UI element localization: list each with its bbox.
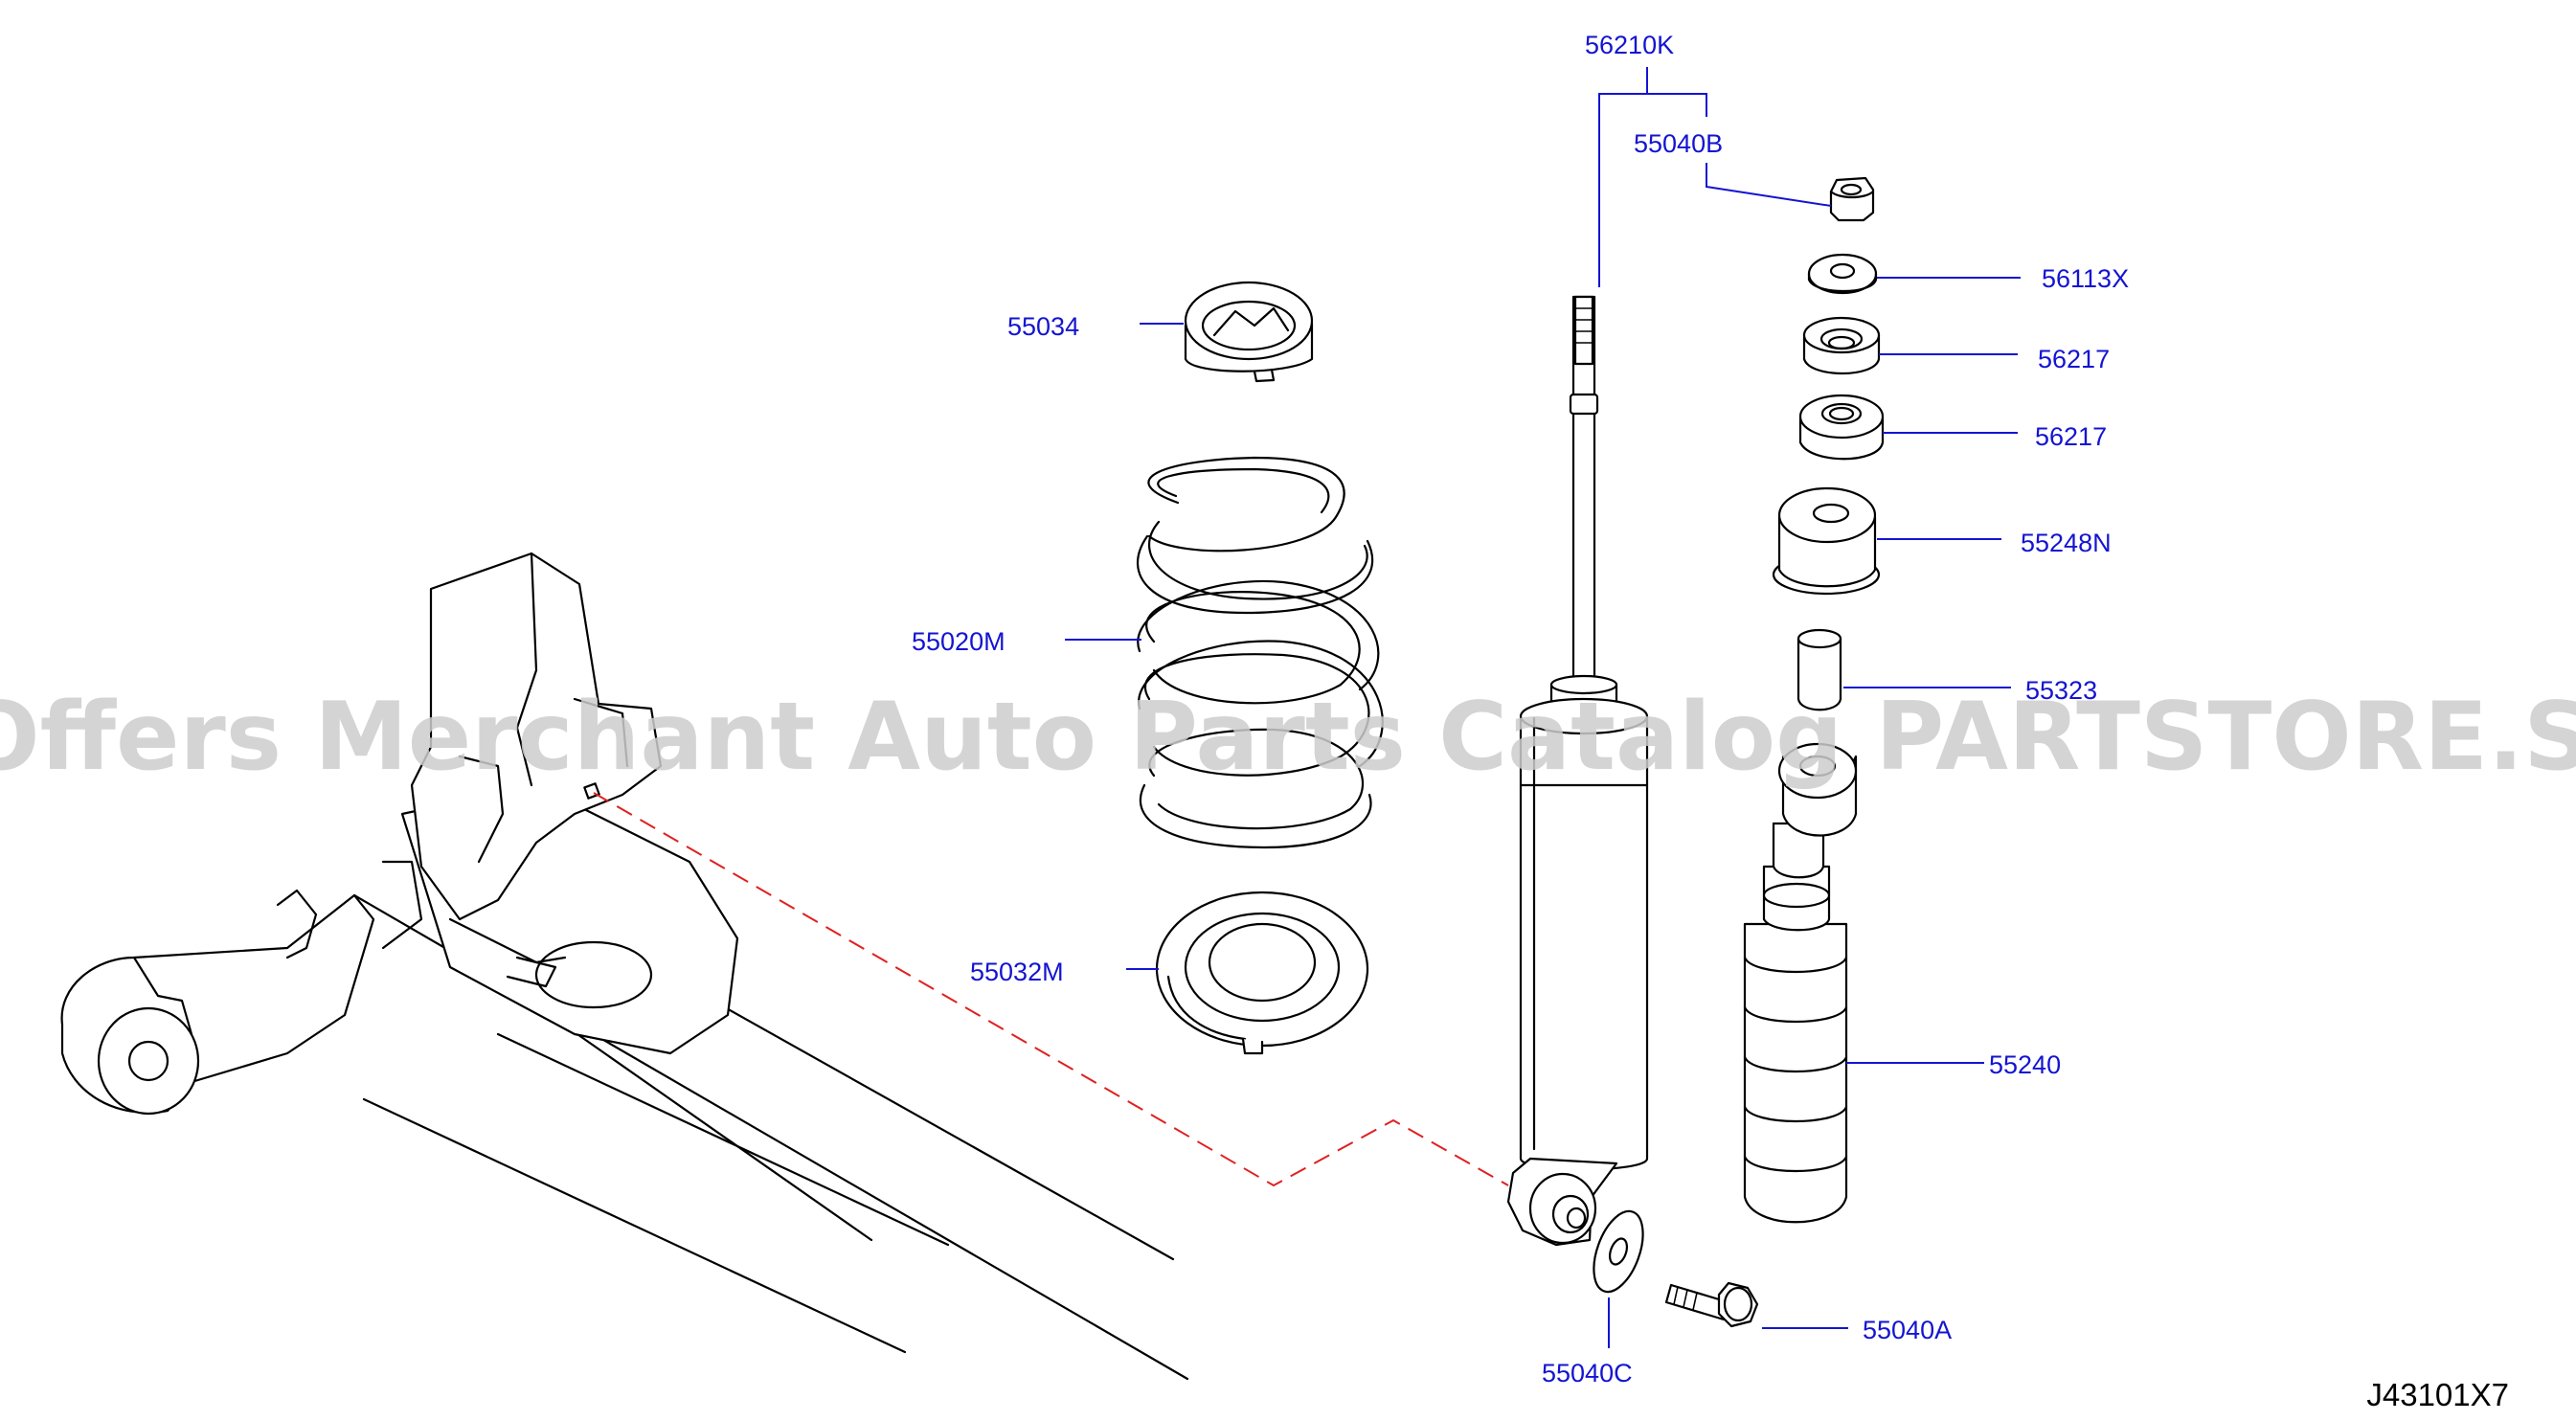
- label-55040B: 55040B: [1634, 129, 1723, 158]
- label-56210K: 56210K: [1585, 31, 1674, 59]
- label-56217-upper: 56217: [2038, 345, 2110, 373]
- bound-bumper-55240: [1743, 742, 1858, 1224]
- diagram-reference-code: J43101X7: [2366, 1377, 2509, 1412]
- lower-spring-seat-55032M: [1155, 891, 1369, 1055]
- shock-absorber-56210K: [1506, 295, 1649, 1247]
- upper-nut-55040B: [1829, 176, 1875, 222]
- label-55032M: 55032M: [970, 958, 1064, 986]
- bolt-55040A: [1664, 1281, 1759, 1328]
- part-labels: 56210K 55040B 56113X 56217 56217 55248N …: [912, 31, 2129, 1387]
- bushing-56217-lower: [1798, 394, 1885, 461]
- label-55040A: 55040A: [1863, 1316, 1952, 1344]
- watermark-text: Offers Merchant Auto Parts Catalog PARTS…: [0, 683, 2576, 792]
- connector-dashed-line: [593, 792, 1509, 1187]
- washer-55040C: [1593, 1209, 1644, 1294]
- upper-spring-seat-55034: [1184, 281, 1314, 383]
- mounting-cap-55248N: [1772, 486, 1881, 596]
- label-55040C: 55040C: [1542, 1359, 1633, 1387]
- distance-tube-55323: [1796, 628, 1842, 711]
- bushing-56217-upper: [1802, 316, 1881, 374]
- label-55248N: 55248N: [2021, 529, 2112, 557]
- label-56217-lower: 56217: [2035, 422, 2107, 451]
- washer-56113X: [1807, 253, 1878, 295]
- rear-axle-beam: [60, 552, 1189, 1381]
- label-55020M: 55020M: [912, 627, 1006, 656]
- label-56113X: 56113X: [2042, 264, 2129, 293]
- leader-lines: [1065, 67, 2021, 1348]
- label-55240: 55240: [1989, 1050, 2061, 1079]
- label-55323: 55323: [2025, 676, 2097, 705]
- coil-spring-55020M: [1137, 456, 1384, 849]
- label-55034: 55034: [1007, 312, 1079, 341]
